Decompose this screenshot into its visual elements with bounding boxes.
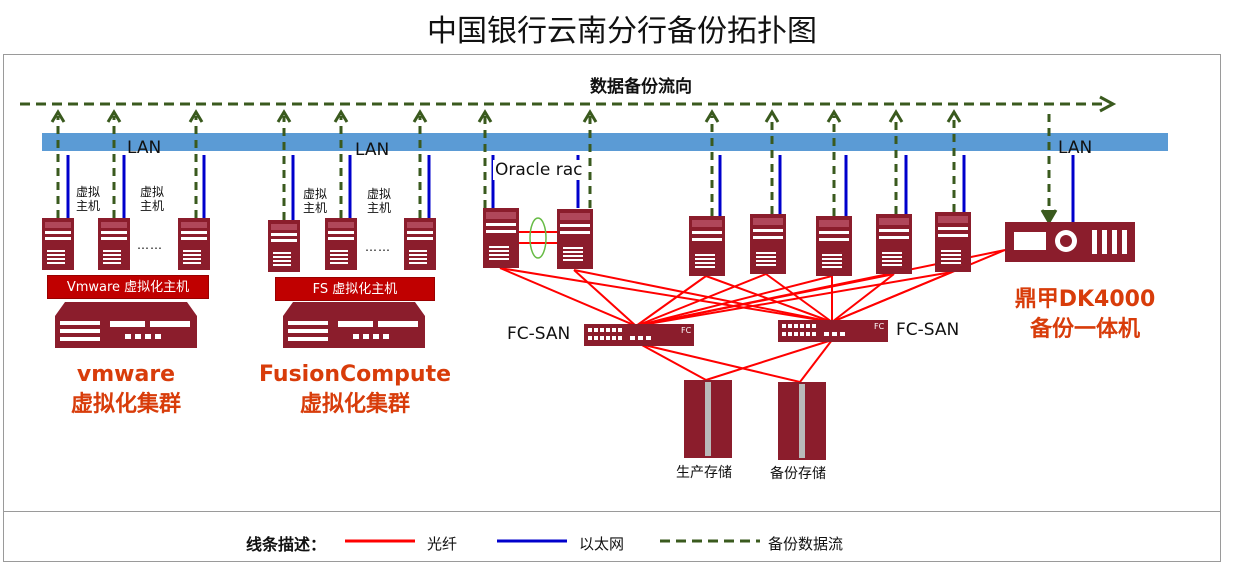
vm-host-label-4: 虚拟 主机 [367, 187, 392, 215]
backup-flow-up-arrowheads [50, 109, 1058, 225]
production-storage-label: 生产存储 [676, 465, 732, 481]
legend-fiber-label: 光纤 [427, 535, 458, 553]
vmware-cluster-label: vmware 虚拟化集群 [70, 362, 181, 417]
fs-ellipsis: …… [365, 240, 391, 254]
backup-storage [778, 382, 826, 460]
fusion-cluster-label: FusionCompute 虚拟化集群 [258, 362, 452, 417]
backup-storage-label: 备份存储 [770, 466, 826, 482]
lan-label-3: LAN [1058, 138, 1093, 158]
oracle-node-1 [483, 208, 519, 268]
production-storage [684, 380, 732, 458]
backup-flow-verticals [56, 114, 1051, 220]
fs-host-3 [404, 218, 436, 270]
server-5 [935, 212, 971, 272]
flow-label: 数据备份流向 [590, 77, 692, 97]
vmware-rack [55, 302, 197, 348]
dk4000-label: 鼎甲DK4000 备份一体机 [1014, 287, 1156, 342]
vm-host-label-2: 虚拟 主机 [140, 185, 165, 213]
server-3 [816, 216, 852, 276]
vmware-host-3 [178, 218, 210, 270]
backup-flow-arrowhead [1099, 95, 1117, 113]
vmware-ellipsis: …… [137, 238, 163, 252]
fs-host-banner: FS 虚拟化主机 [275, 277, 435, 301]
vmware-host-banner: Vmware 虚拟化主机 [47, 275, 209, 299]
lan-label-2: LAN [355, 140, 390, 160]
server-2 [750, 214, 786, 274]
oracle-node-2 [557, 209, 593, 269]
fc-san-switch-1 [584, 324, 694, 346]
fusion-rack [283, 302, 425, 348]
vm-host-label-1: 虚拟 主机 [76, 185, 101, 213]
legend-backup-label: 备份数据流 [768, 535, 844, 553]
fs-host-2 [325, 218, 357, 270]
page-title: 中国银行云南分行备份拓扑图 [427, 14, 817, 49]
rac-interconnect [529, 217, 547, 259]
vm-host-label-3: 虚拟 主机 [303, 187, 328, 215]
fc-badge-2: FC [874, 322, 885, 331]
legend-ethernet-label: 以太网 [579, 535, 625, 553]
legend-title: 线条描述： [246, 535, 327, 554]
lan-bar [42, 133, 1168, 151]
fc-san-switch-2 [778, 320, 888, 342]
fs-host-1 [268, 220, 300, 272]
oracle-rac-label: Oracle rac [493, 160, 585, 180]
lan-label-1: LAN [127, 138, 162, 158]
dk4000-appliance [1005, 222, 1135, 262]
fc-san-label-2: FC-SAN [896, 320, 960, 340]
vmware-host-1 [42, 218, 74, 270]
fc-san-label-1: FC-SAN [507, 324, 571, 344]
fiber-lines [499, 231, 1006, 383]
vmware-host-2 [98, 218, 130, 270]
diagram-frame [3, 54, 1221, 512]
server-1 [689, 216, 725, 276]
server-4 [876, 214, 912, 274]
legend-frame [3, 512, 1221, 562]
fc-badge-1: FC [681, 326, 692, 335]
